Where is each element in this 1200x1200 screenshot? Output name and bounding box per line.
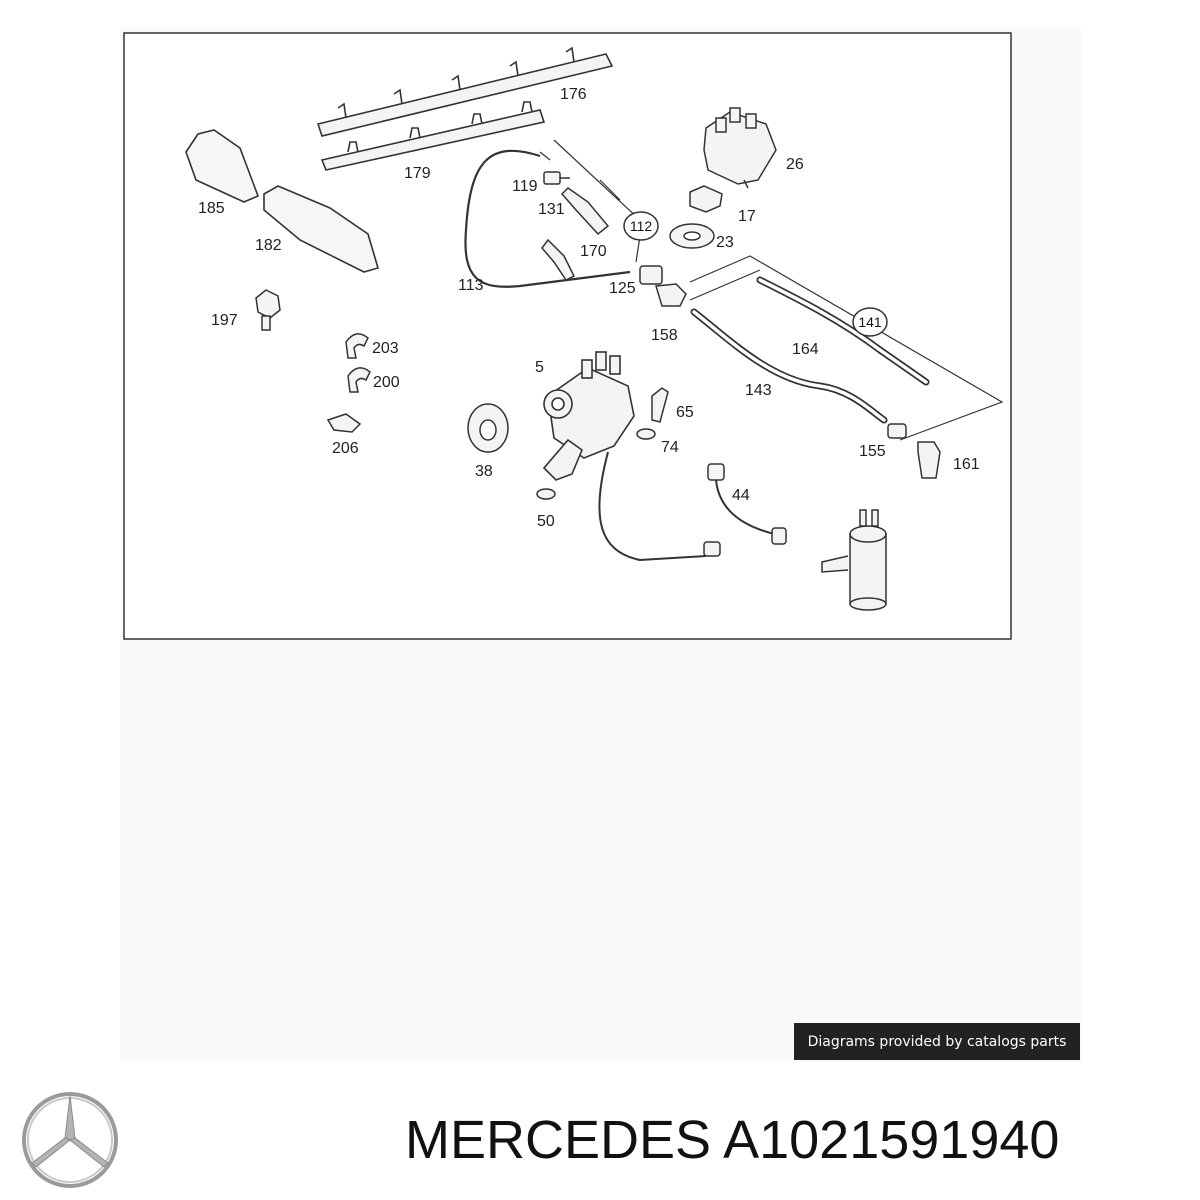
part-label: 161	[953, 456, 980, 473]
part-label: 182	[255, 237, 282, 254]
part-label: 206	[332, 440, 359, 457]
connector-158-drawing	[655, 283, 687, 307]
part-label: 38	[475, 463, 493, 480]
spark-plug-170-drawing	[541, 238, 576, 281]
bolt-65-drawing	[651, 387, 669, 423]
rail-179-drawing	[320, 101, 546, 171]
sensor-44-drawing	[707, 463, 787, 545]
reference-label: 112	[630, 218, 653, 234]
o-ring-50-drawing	[536, 488, 556, 500]
part-number: A1021591940	[723, 1110, 1060, 1170]
part-label: 203	[372, 340, 399, 357]
part-label: 164	[792, 341, 819, 358]
clip-197-drawing	[255, 289, 281, 331]
hose-113-drawing	[464, 149, 631, 288]
sensor-131-drawing	[560, 187, 610, 236]
brand-name: MERCEDES	[405, 1110, 712, 1170]
reference-label: 141	[858, 314, 882, 330]
part-label: 185	[198, 200, 225, 217]
part-label: 155	[859, 443, 886, 460]
rotor-17-drawing	[689, 185, 723, 213]
part-label: 23	[716, 234, 734, 251]
part-label: 5	[535, 359, 544, 376]
part-label: 26	[786, 156, 804, 173]
distributor-5-drawing	[542, 351, 635, 481]
clip-206-drawing	[326, 413, 362, 433]
part-label: 143	[745, 382, 772, 399]
reference-callouts: 112 141	[623, 211, 888, 337]
watermark-banner: Diagrams provided by catalogs parts	[794, 1023, 1080, 1060]
part-label: 176	[560, 86, 587, 103]
part-label: 200	[373, 374, 400, 391]
part-label: 65	[676, 404, 694, 421]
reference-circle	[852, 307, 888, 337]
part-label: 74	[661, 439, 679, 456]
mercedes-star-icon	[22, 1092, 118, 1188]
part-label: 179	[404, 165, 431, 182]
part-161-drawing	[917, 441, 941, 479]
part-label: 119	[512, 178, 538, 195]
cable-drawing	[598, 451, 707, 562]
connector-155-drawing	[887, 423, 907, 439]
plug-125-drawing	[639, 265, 663, 285]
connector-119-drawing	[543, 171, 570, 185]
part-label: 197	[211, 312, 238, 329]
clip-200-drawing	[347, 367, 371, 393]
washer-74-drawing	[636, 428, 656, 440]
part-label: 44	[732, 487, 750, 504]
ignition-coil-drawing	[821, 509, 887, 611]
part-38-drawing	[467, 403, 509, 453]
part-labels: 176 179 185 182 197 203 200 206 119 131 …	[198, 86, 980, 530]
part-label: 113	[458, 277, 484, 294]
part-label: 131	[538, 201, 565, 218]
cover-182-drawing	[263, 185, 379, 273]
cover-185-drawing	[185, 129, 260, 203]
fuel-rail-176-drawing	[316, 46, 614, 137]
part-23-drawing	[669, 223, 715, 249]
part-label: 158	[651, 327, 678, 344]
part-label: 50	[537, 513, 555, 530]
part-label: 170	[580, 243, 607, 260]
part-label: 125	[609, 280, 636, 297]
reference-circle	[623, 211, 659, 241]
clip-203-drawing	[345, 333, 369, 359]
product-title: MERCEDES A1021591940	[405, 1108, 1059, 1172]
distributor-cap-26-drawing	[703, 107, 777, 189]
part-label: 17	[738, 208, 756, 225]
